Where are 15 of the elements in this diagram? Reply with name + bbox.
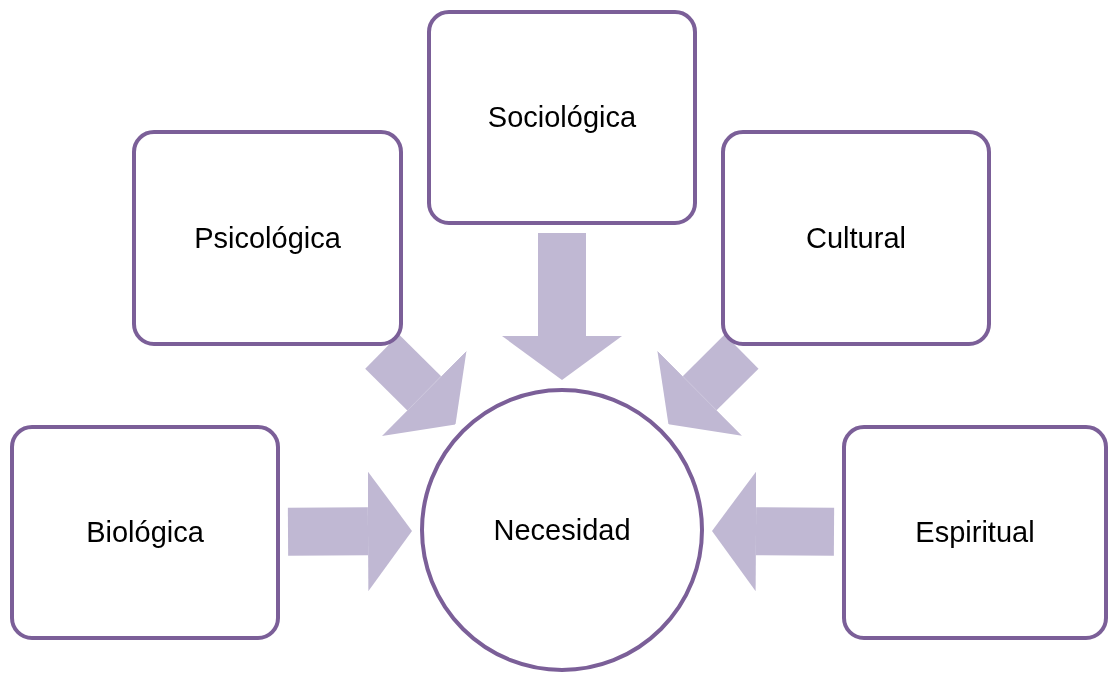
category-box bbox=[132, 130, 403, 346]
node-label: Espiritual bbox=[915, 516, 1035, 549]
category-box bbox=[427, 10, 697, 225]
category-box bbox=[10, 425, 280, 640]
node-label: Necesidad bbox=[493, 513, 631, 547]
block-arrow bbox=[502, 233, 622, 380]
category-box bbox=[842, 425, 1108, 640]
block-arrow bbox=[287, 471, 412, 592]
node-label: Biológica bbox=[86, 516, 204, 549]
node-label: Sociológica bbox=[487, 101, 637, 134]
block-arrow bbox=[365, 334, 467, 436]
node-label: Cultural bbox=[806, 221, 906, 255]
node-label: Psicológica bbox=[194, 221, 341, 255]
block-arrow bbox=[657, 334, 759, 436]
category-box bbox=[721, 130, 991, 346]
